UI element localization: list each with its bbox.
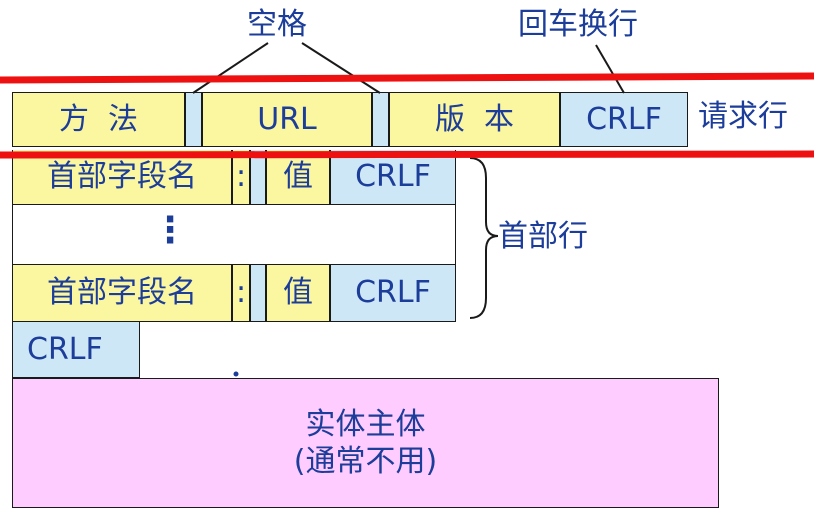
- header-ellipsis: ⋮: [152, 210, 188, 251]
- entity-body-title: 实体主体: [305, 406, 426, 442]
- entity-body-note: (通常不用): [293, 444, 438, 479]
- method-field: 方 法: [12, 92, 185, 147]
- space-pointer-line: [192, 42, 269, 94]
- space-pointer-line: [301, 42, 381, 94]
- highlight-line: [0, 72, 814, 84]
- header-colon: :: [232, 150, 250, 205]
- crlf-pointer-line: [595, 44, 625, 94]
- header-value: 值: [266, 150, 330, 205]
- url-field: URL: [202, 92, 372, 147]
- blank-line-crlf: CRLF: [12, 322, 140, 378]
- space-separator: [372, 92, 389, 147]
- space-label: 空格: [247, 7, 307, 42]
- request-line-label: 请求行: [698, 99, 788, 134]
- marker-dot: [233, 371, 239, 377]
- header-value: 值: [266, 264, 330, 322]
- header-crlf: CRLF: [330, 264, 456, 322]
- version-field: 版 本: [389, 92, 560, 147]
- header-lines-label: 首部行: [498, 219, 588, 254]
- entity-body: 实体主体 (通常不用): [12, 378, 719, 508]
- request-line-crlf: CRLF: [560, 92, 688, 147]
- space-separator: [250, 150, 266, 205]
- header-field-name: 首部字段名: [12, 264, 232, 322]
- space-separator: [185, 92, 202, 147]
- header-field-name: 首部字段名: [12, 150, 232, 205]
- space-separator: [250, 264, 266, 322]
- header-crlf: CRLF: [330, 150, 456, 205]
- crlf-label: 回车换行: [518, 7, 638, 42]
- header-colon: :: [232, 264, 250, 322]
- header-lines-brace: [469, 157, 499, 319]
